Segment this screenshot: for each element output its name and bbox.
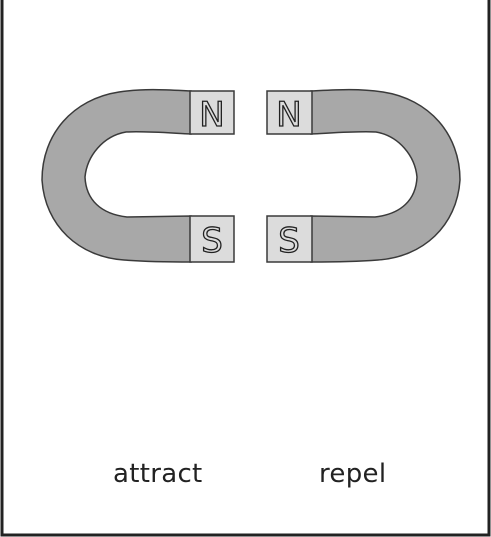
left-north-pole: N	[189, 90, 235, 136]
left-horseshoe-magnet: N S	[41, 88, 235, 263]
left-south-pole-letter: S	[201, 221, 223, 261]
right-south-pole: S	[266, 215, 313, 263]
right-north-pole: N	[266, 90, 313, 136]
left-south-pole: S	[189, 215, 235, 263]
right-south-pole-letter: S	[278, 221, 300, 261]
right-north-pole-letter: N	[276, 95, 301, 135]
repel-label: repel	[319, 459, 387, 489]
attract-label: attract	[113, 459, 203, 489]
right-magnet-body	[310, 88, 461, 263]
left-north-pole-letter: N	[199, 95, 224, 135]
right-horseshoe-magnet: N S	[266, 88, 461, 263]
left-magnet-body	[41, 88, 192, 263]
